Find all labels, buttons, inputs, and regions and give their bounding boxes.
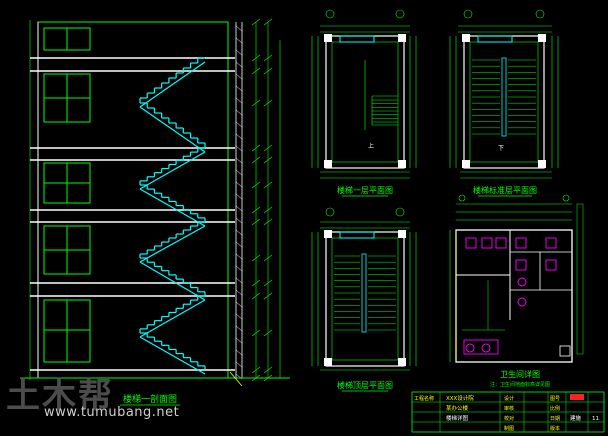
tb-row-0: 设计 [504,395,514,402]
plan-top-view: 楼梯顶层平面图 [311,207,417,392]
up-note: 上 [368,142,374,150]
plan-top-title: 楼梯顶层平面图 [337,380,393,390]
section-title: 楼梯一剖面图 [123,393,177,405]
tb-sheet: 建施 [570,414,582,422]
stair-section-view: 楼梯一剖面图 [20,18,290,406]
toilet-plan-note: 注：卫生间地面标高详见图 [490,381,550,388]
title-block: XXX设计院 某办公楼 楼梯详图 建施 11 设计 审核 校对 制图 工程名称 … [411,391,605,433]
watermark-url: www.tumubang.net [44,405,180,420]
tb-cell-1: 图号 [550,396,560,402]
tb-cell-4: 版本 [550,425,560,432]
tb-cell-0: 工程名称 [414,395,434,402]
tb-company: XXX设计院 [446,394,474,402]
tb-number: 11 [592,416,599,422]
plan-standard-title: 楼梯标准层平面图 [473,185,537,195]
tb-row-1: 审核 [504,405,514,412]
down-note: 下 [498,145,504,152]
tb-row-2: 校对 [504,415,514,422]
toilet-plan-view: 卫生间详图 注：卫生间地面标高详见图 [449,194,584,388]
plan-ground-view: 上 楼梯一层平面图 [311,9,417,197]
plan-ground-title: 楼梯一层平面图 [337,185,393,195]
watermark-logo: 土木帮 [6,376,114,416]
tb-project: 某办公楼 [446,404,469,412]
toilet-plan-title: 卫生间详图 [500,369,540,379]
tb-drawing-name: 楼梯详图 [446,414,469,422]
tb-cell-2: 比例 [550,405,560,412]
tb-row-3: 制图 [504,425,514,432]
tb-cell-3: 日期 [550,416,560,422]
plan-standard-view: 下 楼梯标准层平面图 [449,9,559,197]
